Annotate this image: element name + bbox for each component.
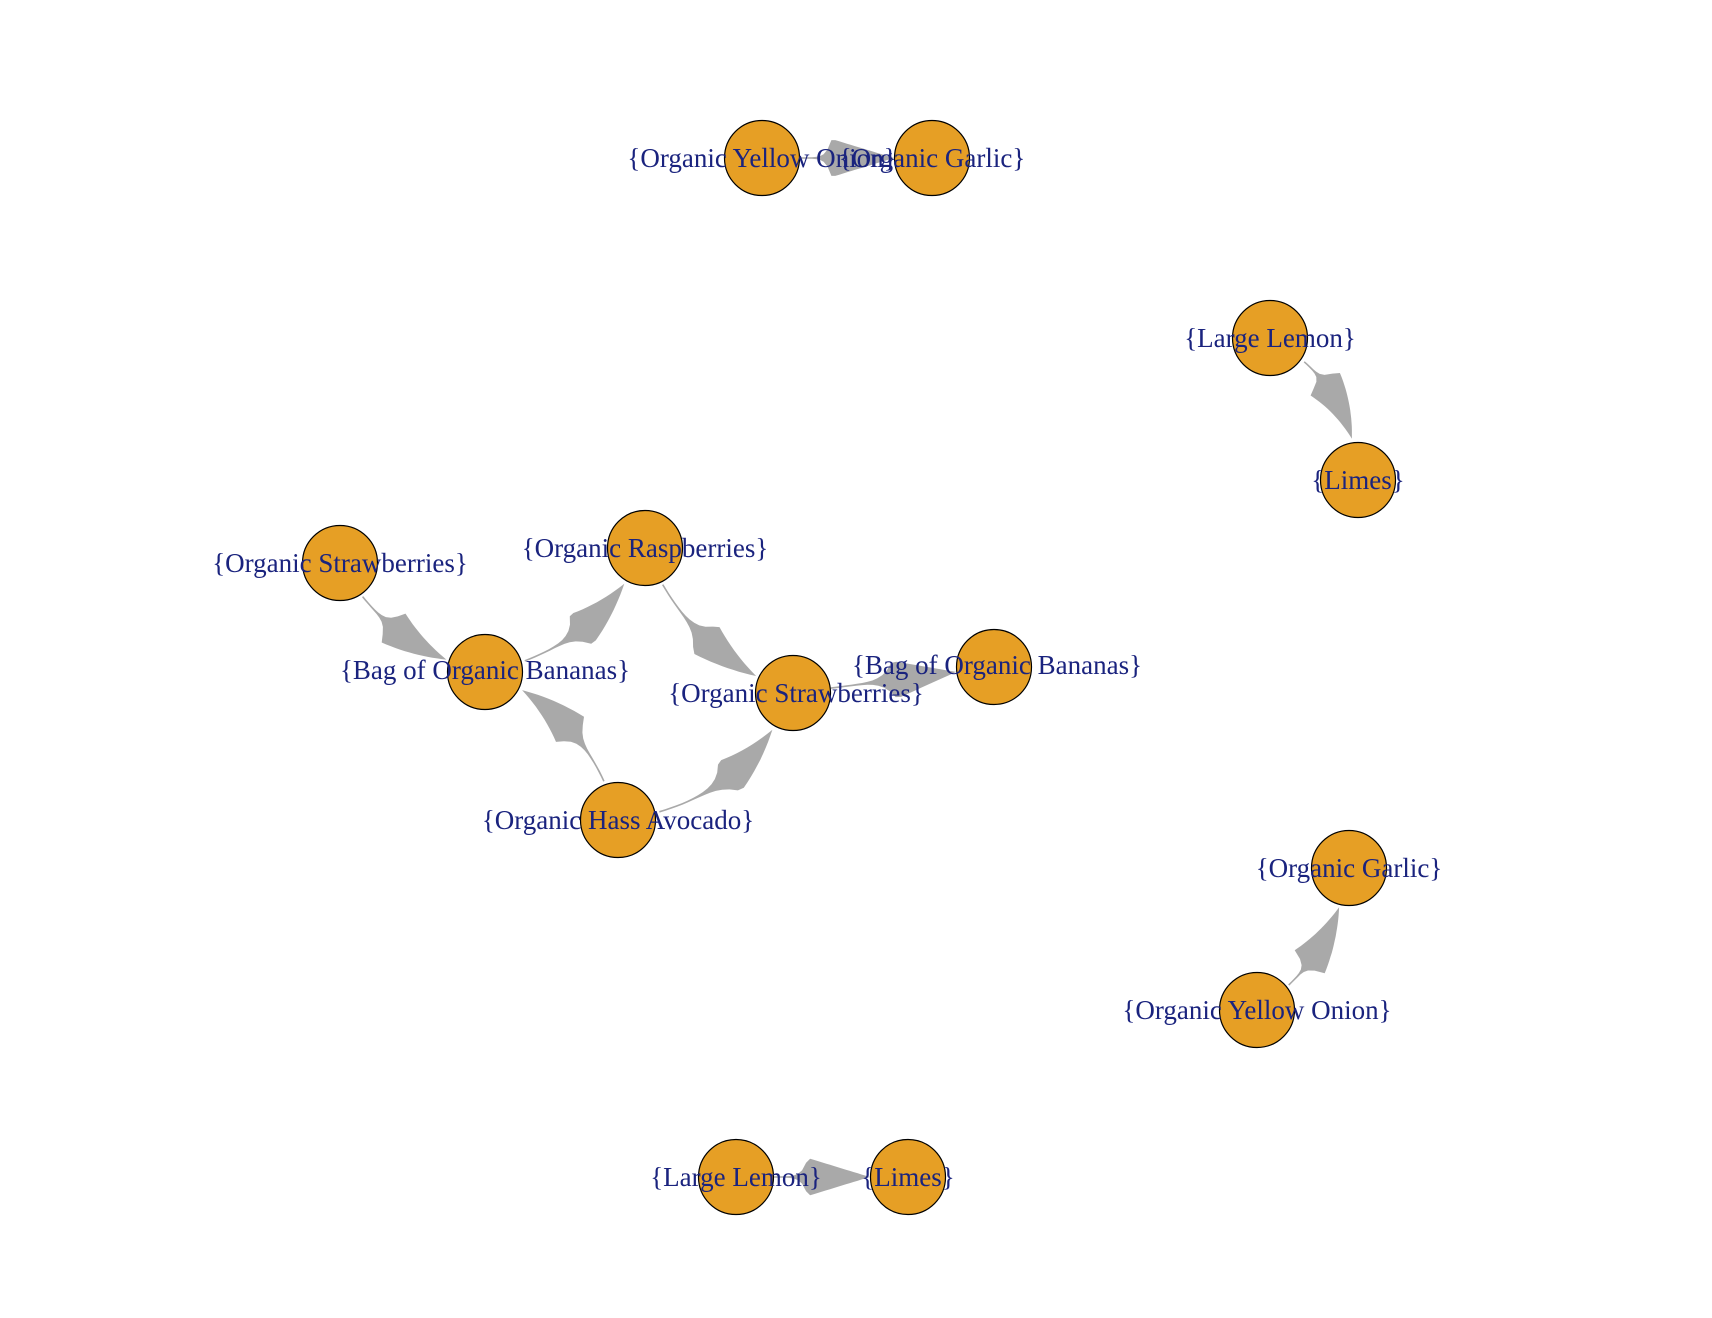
edge-arrow-n12-to-n11 bbox=[1288, 907, 1340, 986]
node-label-n12: {Organic Yellow Onion} bbox=[1122, 995, 1391, 1025]
node-circle-n11 bbox=[1310, 829, 1388, 907]
node-circle-n7 bbox=[446, 633, 524, 711]
node-label-n3: {Large Lemon} bbox=[1184, 323, 1356, 353]
node-label-n8: {Organic Strawberries} bbox=[668, 678, 924, 708]
node-circle-n5 bbox=[301, 524, 379, 602]
edge-arrow-n10-to-n8 bbox=[659, 729, 773, 813]
edges-layer bbox=[362, 140, 1352, 1196]
node-label-n4: {Limes} bbox=[1311, 465, 1404, 495]
edge-arrow-n3-to-n4 bbox=[1303, 361, 1352, 439]
labels-layer: {Organic Yellow Onion}{Organic Garlic}{L… bbox=[212, 143, 1442, 1192]
node-label-n10: {Organic Hass Avocado} bbox=[482, 805, 754, 835]
node-label-n5: {Organic Strawberries} bbox=[212, 548, 468, 578]
node-label-n7: {Bag of Organic Bananas} bbox=[340, 655, 630, 685]
edge-arrow-n13-to-n14 bbox=[774, 1158, 870, 1196]
node-label-n13: {Large Lemon} bbox=[650, 1162, 822, 1192]
edge-arrow-n8-to-n9 bbox=[830, 661, 957, 698]
node-circle-n3 bbox=[1231, 299, 1309, 377]
node-circle-n4 bbox=[1319, 441, 1397, 519]
node-label-n1: {Organic Yellow Onion} bbox=[627, 143, 896, 173]
node-circle-n6 bbox=[606, 509, 684, 587]
node-label-n9: {Bag of Organic Bananas} bbox=[852, 650, 1142, 680]
edge-arrow-n5-to-n7 bbox=[362, 596, 447, 660]
edge-arrow-n6-to-n8 bbox=[662, 584, 757, 676]
node-circle-n1 bbox=[723, 119, 801, 197]
edge-arrow-n10-to-n7 bbox=[522, 690, 605, 782]
nodes-layer bbox=[301, 119, 1397, 1216]
node-circle-n2 bbox=[893, 119, 971, 197]
edge-arrow-n1-to-n2 bbox=[800, 140, 894, 176]
node-circle-n9 bbox=[955, 628, 1033, 706]
node-label-n2: {Organic Garlic} bbox=[839, 143, 1026, 173]
node-label-n6: {Organic Raspberries} bbox=[522, 533, 769, 563]
node-circle-n10 bbox=[579, 781, 657, 859]
node-circle-n8 bbox=[754, 654, 832, 732]
edge-arrow-n7-to-n6 bbox=[524, 583, 625, 662]
node-label-n11: {Organic Garlic} bbox=[1256, 853, 1443, 883]
node-circle-n13 bbox=[697, 1138, 775, 1216]
node-circle-n14 bbox=[869, 1138, 947, 1216]
node-circle-n12 bbox=[1218, 971, 1296, 1049]
node-label-n14: {Limes} bbox=[861, 1162, 954, 1192]
